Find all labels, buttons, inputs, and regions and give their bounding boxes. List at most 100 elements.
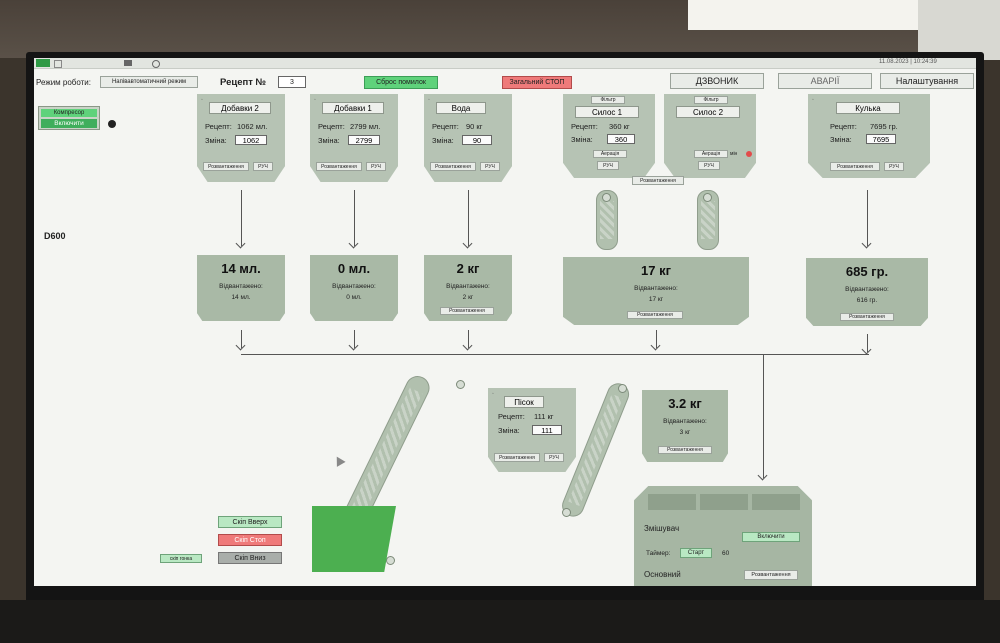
weigher-unload-button[interactable]: Розвантаження [627,311,683,319]
change-input[interactable]: 7695 [866,134,896,144]
monitor-stand-area [0,600,1000,643]
window-light [688,0,918,30]
hopper-additive-2: ◦ Добавки 2 Рецепт: 1062 мл. Зміна: 1062… [197,94,285,182]
settings-button[interactable]: Налаштування [880,73,974,89]
gear-icon [386,556,395,565]
hopper-ball: ◦ Кулька Рецепт: 7695 гр. Зміна: 7695 Ро… [808,94,930,178]
hopper-name: Силос 2 [676,106,740,118]
compressor-title: Компресор [41,109,97,117]
recipe-label: Рецепт: [830,122,857,131]
gear-icon [618,384,627,393]
weigher-unload-button[interactable]: Розвантаження [840,313,894,321]
skip-up-button[interactable]: Скіп Вверх [218,516,282,528]
change-input[interactable]: 2799 [348,135,380,145]
settings-icon[interactable] [152,60,160,68]
silo-min-label: мін [730,151,738,157]
manual-button[interactable]: РУЧ [366,162,386,171]
manual-button[interactable]: РУЧ [480,162,500,171]
manual-button[interactable]: РУЧ [253,162,273,171]
filter-button[interactable]: Фільтр [694,96,728,104]
alarms-button[interactable]: АВАРІЇ [778,73,872,89]
hopper-name: Вода [436,102,486,114]
aerate-button[interactable]: Аерація [593,150,627,158]
silo-unlock-button[interactable]: Розвантаження [632,176,684,185]
min-level-alarm-icon [746,151,752,157]
skip-race-button[interactable]: скіп гонка [160,554,202,563]
hopper-indicator: ◦ [812,97,814,103]
reset-errors-button[interactable]: Сброс помилок [364,76,438,89]
manual-button[interactable]: РУЧ [884,162,904,171]
mixer-on-button[interactable]: Включити [742,532,800,542]
recipe-label: Рецепт № [220,77,267,88]
weigher-water: 2 кг Відвантажено: 2 кг Розвантаження [424,255,512,321]
skip-stop-button[interactable]: Скіп Стоп [218,534,282,546]
change-input[interactable]: 90 [462,135,492,145]
hopper-silo-2: Фільтр Силос 2 Аерація мін РУЧ [664,94,756,178]
datetime: 11.08.2023 | 10:24:39 [879,59,937,65]
change-input[interactable]: 1062 [235,135,267,145]
recipe-number-field[interactable]: 3 [278,76,306,88]
manual-button[interactable]: РУЧ [544,453,564,462]
unloaded-value: 3 кг [679,429,691,436]
mode-label: Режим роботи: [36,78,91,87]
recipe-value: 111 кг [534,412,554,421]
flow-arrow [656,330,657,348]
unloaded-label: Відвантажено: [446,283,490,290]
unloaded-value: 14 мл. [231,294,251,301]
window-icon[interactable] [54,60,62,68]
flow-arrow [241,190,242,246]
weigher-ball: 685 гр. Відвантажено: 616 гр. Розвантаже… [806,258,928,326]
unloaded-label: Відвантажено: [845,286,889,293]
manual-button[interactable]: РУЧ [597,161,619,170]
flow-arrow-to-mixer [763,354,764,478]
hopper-water: ◦ Вода Рецепт: 90 кг Зміна: 90 Розвантаж… [424,94,512,182]
recipe-label: Рецепт: [498,412,525,421]
conveyor-belt [600,201,614,239]
unlock-button[interactable]: Розвантаження [494,453,540,462]
change-input[interactable]: 111 [532,425,562,435]
recipe-value: 1062 мл. [237,122,268,131]
weigher-value: 685 гр. [845,264,889,279]
window-frame [918,0,1000,60]
mixer-unload-button[interactable]: Розвантаження [744,570,798,580]
silo-2-screw-conveyor [697,190,719,250]
monitor-icon[interactable] [124,60,132,66]
unloaded-label: Відвантажено: [634,285,678,292]
skip-down-button[interactable]: Скіп Вниз [218,552,282,564]
unloaded-label: Відвантажено: [219,283,263,290]
mode-select[interactable]: Напівавтоматичний режим [100,76,198,88]
compressor-on-button[interactable]: Включити [41,119,97,128]
hopper-indicator: ◦ [492,391,494,397]
timer-value: 60 [722,550,730,557]
unloaded-label: Відвантажено: [663,418,707,425]
weigher-unload-button[interactable]: Розвантаження [658,446,712,454]
recipe-label: Рецепт: [571,122,598,131]
aerate-button[interactable]: Аерація [694,150,728,158]
timer-start-button[interactable]: Старт [680,548,712,558]
hopper-name: Пісок [504,396,544,408]
filter-button[interactable]: Фільтр [591,96,625,104]
toolbar-strip: 11.08.2023 | 10:24:39 [34,58,976,69]
flow-arrow [867,334,868,352]
unlock-button[interactable]: Розвантаження [830,162,880,171]
unlock-button[interactable]: Розвантаження [203,162,249,171]
gear-icon [703,193,712,202]
weigher-unload-button[interactable]: Розвантаження [440,307,494,315]
change-label: Зміна: [571,135,593,144]
flow-arrow [354,190,355,246]
unlock-button[interactable]: Розвантаження [316,162,362,171]
general-stop-button[interactable]: Загальний СТОП [502,76,572,89]
skip-bin [312,506,396,572]
gear-icon [562,508,571,517]
hopper-name: Добавки 2 [209,102,271,114]
manual-button[interactable]: РУЧ [698,161,720,170]
change-input[interactable]: 360 [607,134,635,144]
bell-button[interactable]: ДЗВОНИК [670,73,764,89]
timer-label: Таймер: [646,550,671,557]
change-label: Зміна: [205,136,227,145]
unlock-button[interactable]: Розвантаження [430,162,476,171]
unloaded-value: 0 мл. [346,294,362,301]
recipe-value: 90 кг [466,122,483,131]
recipe-label: Рецепт: [432,122,459,131]
mouse-cursor-icon [332,454,346,467]
